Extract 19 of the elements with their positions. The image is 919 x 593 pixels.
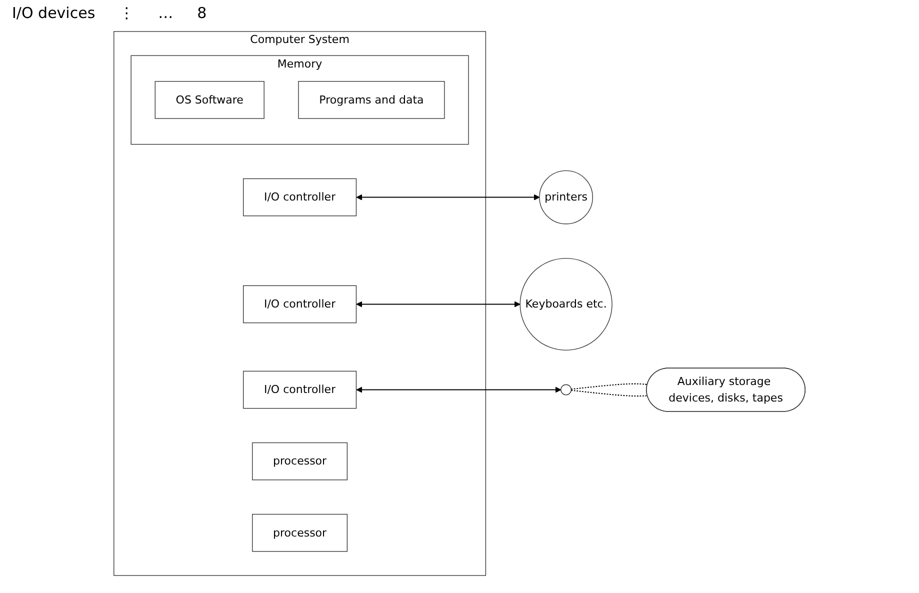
note-text: I/O devices [12, 4, 96, 22]
node-box: processor [252, 442, 348, 480]
connector [571, 383, 648, 390]
node-circle: Keyboards etc. [520, 258, 612, 351]
connector [571, 390, 648, 397]
note-text: ⋮ [119, 4, 134, 22]
node-box: processor [252, 514, 348, 552]
arrow [356, 194, 540, 200]
node-box: I/O controller [243, 178, 357, 216]
node-box: I/O controller [243, 285, 357, 324]
note-text: 8 [197, 4, 207, 22]
node-circle [560, 384, 572, 396]
arrow [356, 386, 562, 393]
arrow [356, 301, 520, 308]
node-box: OS Software [154, 81, 264, 119]
node-circle: printers [539, 170, 593, 224]
note-text: … [158, 4, 174, 22]
node-box: I/O controller [243, 370, 357, 409]
node-box: Programs and data [298, 81, 445, 119]
